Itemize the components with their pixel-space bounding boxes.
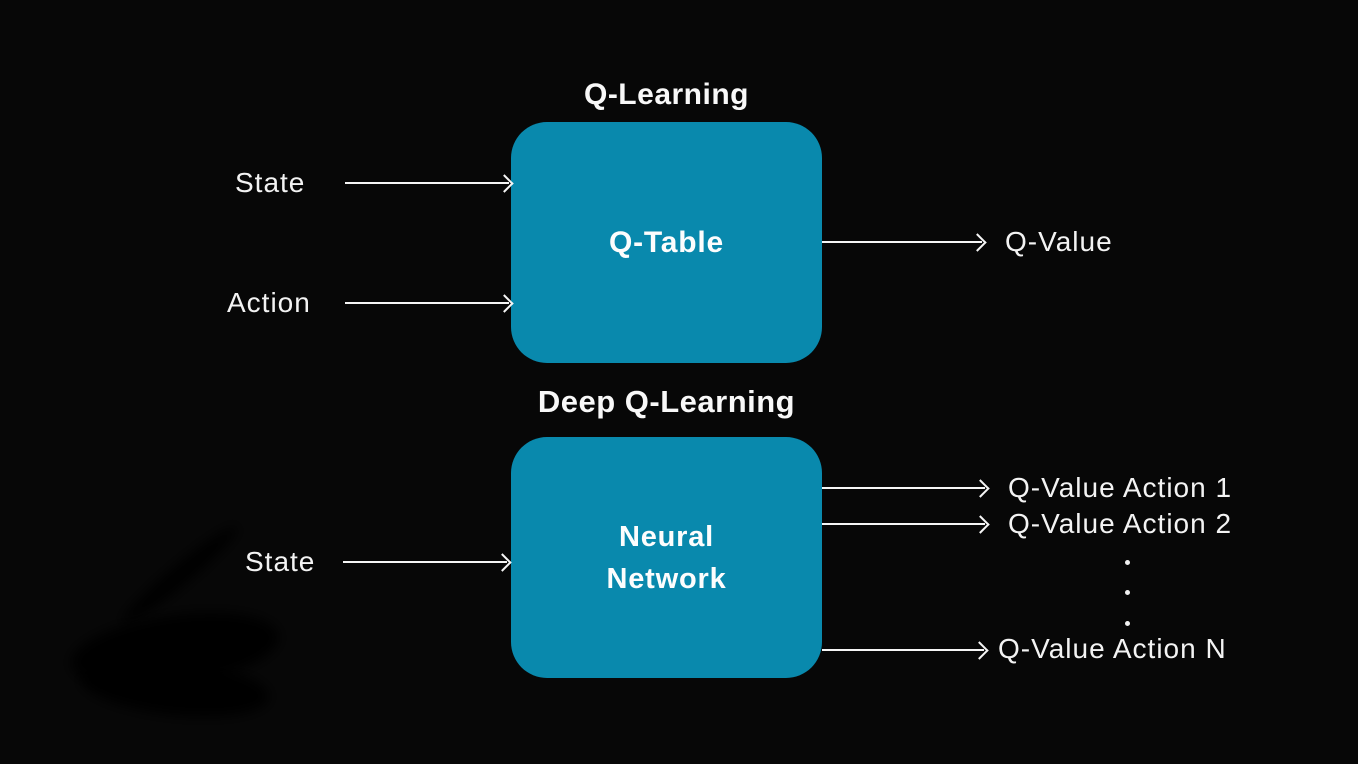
q-table-box: Q-Table bbox=[511, 122, 822, 363]
deep-q-output-actionN-label: Q-Value Action N bbox=[998, 633, 1227, 664]
q-learning-input-state-label: State bbox=[235, 167, 306, 198]
ellipsis-dot bbox=[1125, 621, 1130, 626]
q-learning-output-qvalue-label: Q-Value bbox=[1005, 226, 1113, 257]
arrow-network-to-actionN bbox=[822, 649, 984, 651]
arrow-network-to-action2 bbox=[822, 523, 985, 525]
neural-network-box-label: Neural Network bbox=[606, 520, 727, 595]
ellipsis-dot bbox=[1125, 590, 1130, 595]
ellipsis-dot bbox=[1125, 560, 1130, 565]
arrow-qtable-to-qvalue bbox=[822, 241, 982, 243]
arrow-action-to-qtable bbox=[345, 302, 509, 304]
arrow-network-to-action1 bbox=[822, 487, 985, 489]
deep-q-output-action2-label: Q-Value Action 2 bbox=[1008, 508, 1233, 539]
deep-q-learning-title: Deep Q-Learning bbox=[537, 384, 796, 419]
neural-network-box: Neural Network bbox=[511, 437, 822, 678]
q-learning-input-action-label: Action bbox=[227, 287, 311, 318]
q-learning-title: Q-Learning bbox=[583, 78, 749, 111]
deep-q-output-action1-label: Q-Value Action 1 bbox=[1008, 472, 1233, 503]
arrow-state-to-qtable bbox=[345, 182, 509, 184]
arrow-state-to-network bbox=[343, 561, 507, 563]
q-table-box-label: Q-Table bbox=[608, 225, 725, 259]
deep-q-input-state-label: State bbox=[245, 546, 316, 577]
